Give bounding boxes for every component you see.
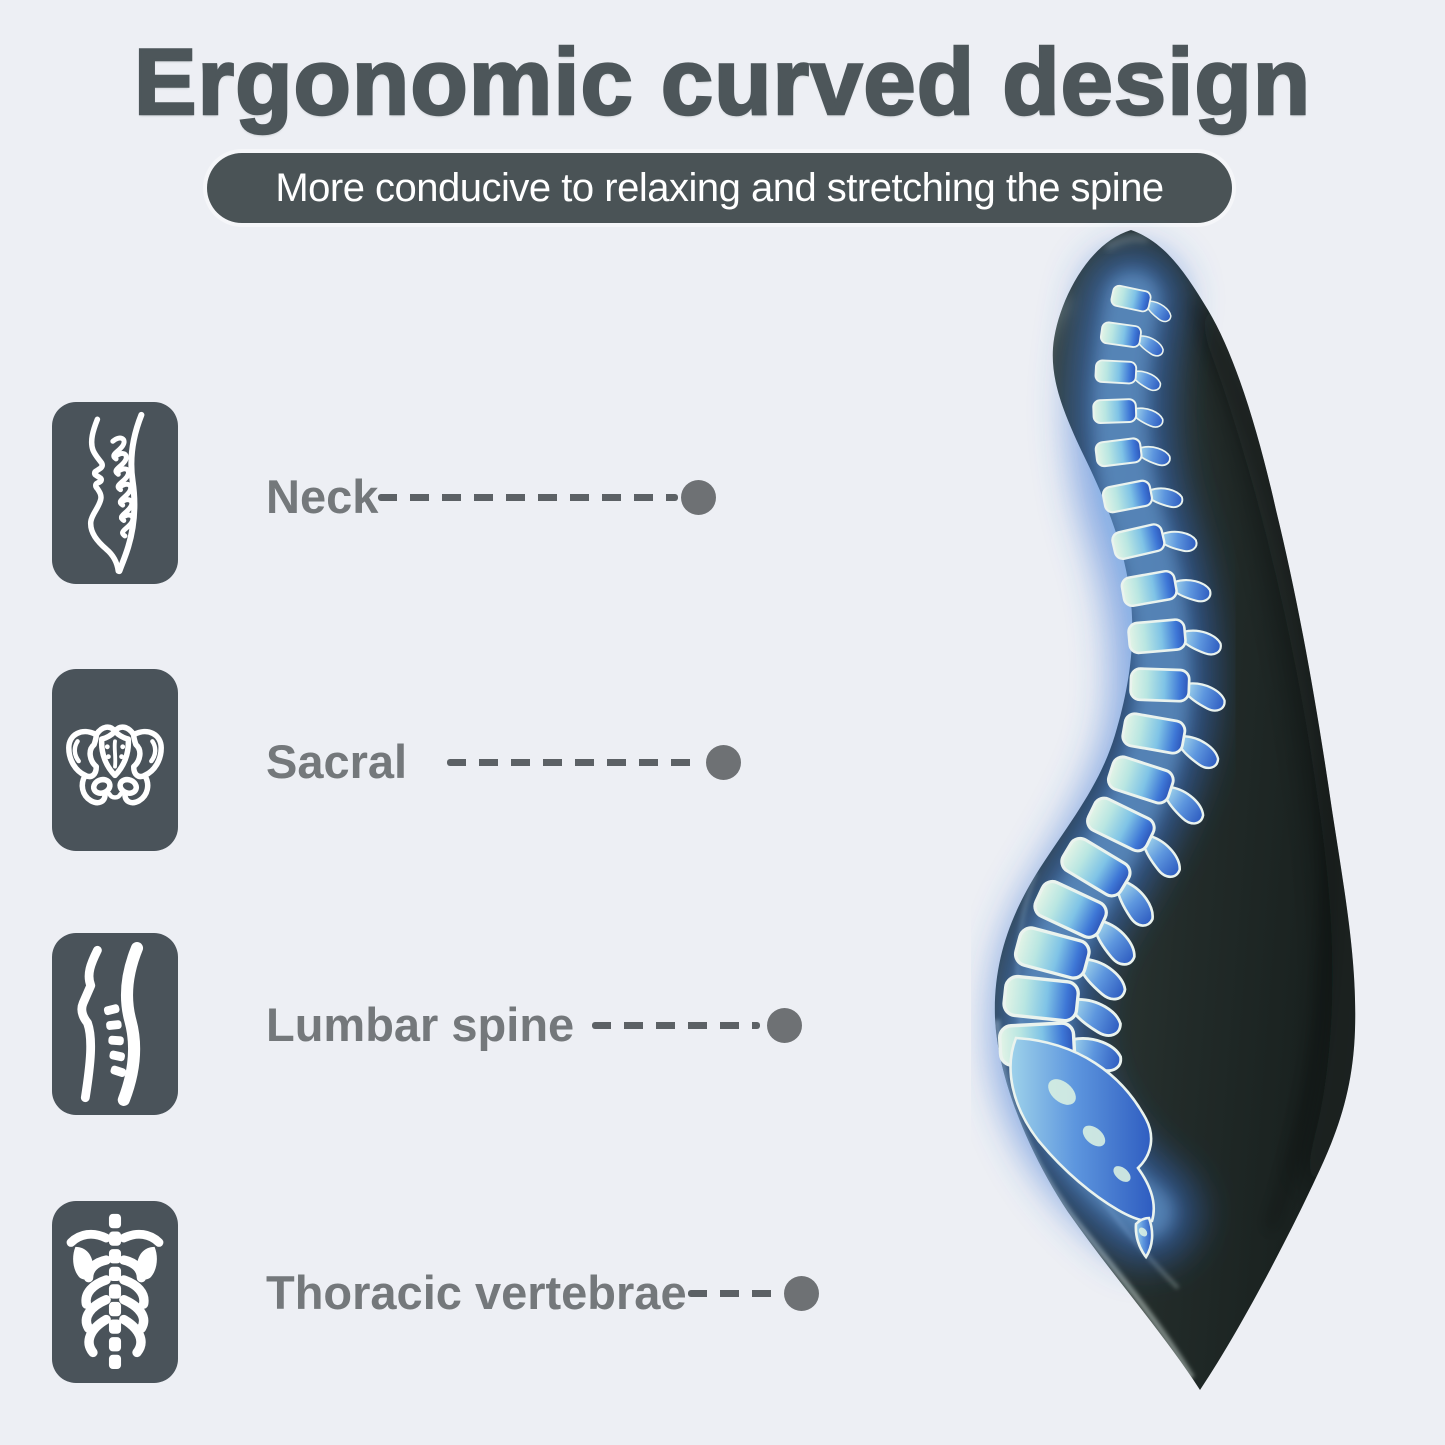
lumbar-spine-icon — [77, 942, 144, 1106]
neck-cervical-icon — [88, 411, 145, 575]
vertebra — [1086, 796, 1181, 879]
dot-sacral — [706, 745, 741, 780]
icon-box-neck — [52, 402, 178, 584]
label-lumbar: Lumbar spine — [266, 998, 575, 1051]
label-neck: Neck — [266, 470, 379, 523]
icon-box-thoracic — [52, 1201, 178, 1383]
vertebra — [1101, 479, 1184, 514]
spine-illustration — [997, 284, 1226, 1073]
vertebra — [1120, 569, 1212, 608]
subtitle-text: More conducive to relaxing and stretchin… — [275, 165, 1164, 210]
back-stretcher-product-image — [991, 230, 1356, 1390]
vertebra — [1106, 755, 1205, 825]
dot-neck — [681, 480, 716, 515]
vertebra — [1002, 974, 1122, 1037]
dash-line-thoracic — [688, 1290, 776, 1297]
vertebra — [1129, 667, 1226, 712]
label-thoracic: Thoracic vertebrae — [266, 1266, 687, 1319]
dot-lumbar — [767, 1008, 802, 1043]
vertebra — [1110, 284, 1172, 323]
vertebra — [1111, 523, 1198, 560]
dash-line-neck — [378, 494, 678, 501]
thoracic-ribcage-icon — [66, 1213, 164, 1369]
page-title: Ergonomic curved design — [133, 28, 1312, 136]
vertebra — [1060, 836, 1154, 927]
subtitle-pill: More conducive to relaxing and stretchin… — [207, 153, 1232, 223]
vertebra — [1121, 712, 1220, 770]
dash-line-lumbar — [592, 1022, 760, 1029]
label-sacral: Sacral — [266, 735, 408, 788]
dot-thoracic — [784, 1276, 819, 1311]
vertebra — [1099, 321, 1164, 357]
icon-box-lumbar — [52, 933, 178, 1115]
vertebra — [1092, 398, 1164, 428]
icon-box-sacral — [52, 669, 178, 851]
vertebra — [1013, 926, 1127, 1001]
pelvis-sacral-icon — [66, 724, 164, 806]
sacrum-illustration — [1009, 1036, 1156, 1260]
vertebra — [1127, 618, 1222, 656]
vertebra — [1033, 879, 1136, 966]
vertebra — [1094, 437, 1171, 468]
vertebra — [1094, 359, 1162, 392]
dash-line-sacral — [447, 759, 699, 766]
